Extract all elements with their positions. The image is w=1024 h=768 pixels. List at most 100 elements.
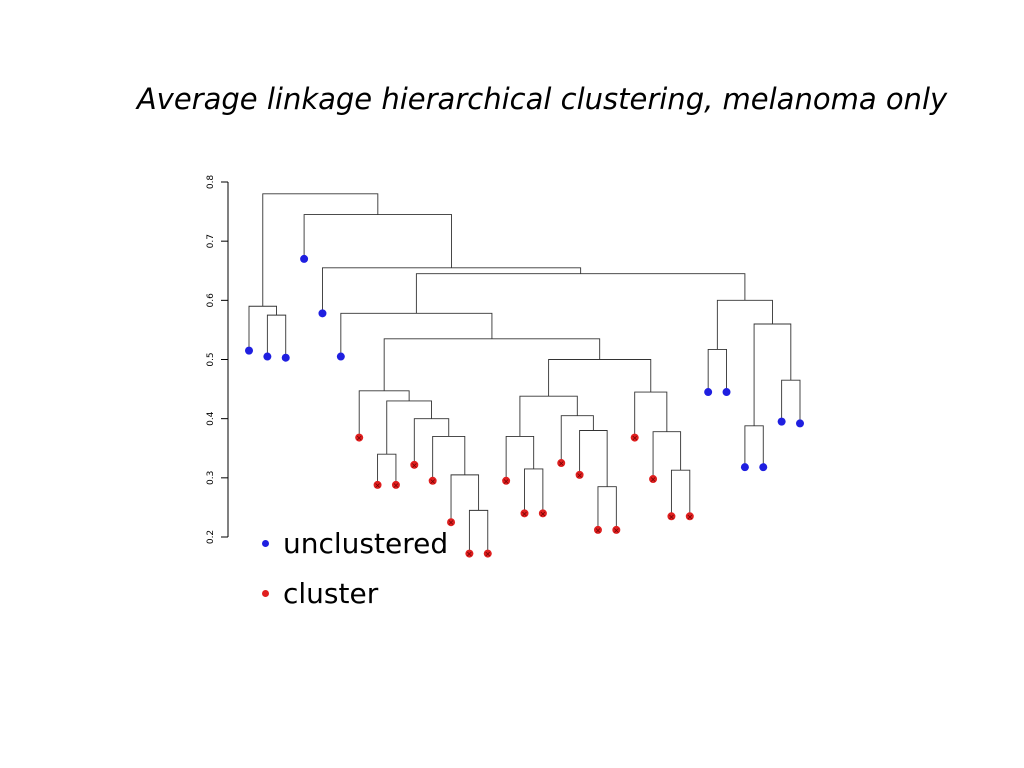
leaf-marker-unclustered	[281, 353, 290, 362]
dendrogram-branch	[358, 390, 410, 438]
dendrogram-branch	[781, 379, 801, 424]
leaf-marker-unclustered	[318, 309, 327, 318]
leaf-marker-unclustered	[704, 388, 713, 397]
dendrogram-branch	[303, 214, 453, 268]
leaf-glyph: ×	[521, 509, 528, 518]
dendrogram-branch	[266, 314, 287, 358]
leaf-marker-unclustered	[245, 346, 253, 355]
leaf-dot	[300, 254, 309, 263]
leaf-marker-unclustered	[777, 417, 786, 426]
leaf-dot	[704, 388, 713, 397]
dendrogram-branch	[340, 312, 493, 357]
leaf-glyph: ×	[393, 481, 400, 490]
leaf-dot	[502, 476, 511, 485]
legend-label-unclustered: unclustered	[283, 526, 449, 560]
leaf-glyph: ×	[686, 512, 693, 521]
dendrogram-branch	[413, 418, 450, 465]
dendrogram-branch	[248, 305, 277, 351]
leaf-marker-cluster: ×	[502, 476, 511, 486]
dendrogram-branch	[652, 431, 682, 480]
dendrogram-branch	[753, 323, 792, 426]
leaf-dot	[391, 480, 400, 489]
dendrogram-branch	[597, 486, 617, 530]
leaf-glyph: ×	[595, 526, 602, 535]
leaf-glyph: ×	[411, 461, 418, 470]
leaf-marker-cluster: ×	[428, 476, 437, 486]
leaf-dot	[245, 346, 253, 355]
legend-label-cluster: cluster	[283, 576, 379, 610]
leaf-marker-cluster: ×	[612, 525, 621, 535]
dendrogram-branch	[377, 453, 397, 485]
legend-item-unclustered: unclustered	[262, 518, 448, 568]
dendrogram-branch	[450, 474, 480, 523]
leaf-marker-cluster: ×	[465, 549, 474, 559]
leaf-dot	[538, 509, 547, 518]
leaf-marker-cluster: ×	[685, 512, 694, 521]
leaf-marker-unclustered	[740, 463, 749, 472]
leaf-dot	[428, 476, 437, 485]
leaf-dot	[740, 463, 749, 472]
dendrogram-branch	[383, 338, 601, 391]
dendrogram-branch	[670, 469, 691, 517]
leaf-dot	[281, 353, 290, 362]
leaf-dot	[759, 463, 768, 472]
dendrogram-branch	[468, 509, 489, 554]
y-tick-label: 0.5	[206, 352, 216, 366]
leaf-marker-cluster: ×	[447, 518, 456, 527]
leaf-glyph: ×	[631, 434, 638, 443]
leaf-glyph: ×	[540, 509, 547, 518]
leaf-dot	[263, 352, 272, 361]
dendrogram-branch	[634, 391, 668, 438]
leaf-dot	[410, 460, 419, 469]
leaf-glyph: ×	[503, 477, 510, 486]
y-tick-label: 0.2	[206, 530, 216, 544]
legend-marker-cluster	[262, 589, 269, 597]
dendrogram-branches	[248, 193, 801, 554]
dendrogram-branch	[386, 400, 432, 455]
dendrogram-branch	[322, 267, 582, 314]
leaf-dot	[667, 512, 676, 521]
leaf-dot	[630, 433, 639, 442]
y-tick-label: 0.7	[206, 234, 216, 248]
leaf-dot	[447, 518, 456, 527]
leaf-glyph: ×	[356, 434, 363, 443]
leaf-marker-cluster: ×	[649, 475, 658, 484]
dendrogram-branch	[505, 435, 535, 481]
dendrogram-branch	[519, 395, 578, 437]
leaf-dot	[318, 309, 327, 318]
leaf-marker-cluster: ×	[667, 512, 676, 521]
dendrogram-branch	[579, 430, 608, 487]
leaf-dot	[685, 512, 694, 521]
dendrogram-branch	[744, 425, 764, 468]
leaf-dot	[575, 470, 584, 479]
leaf-marker-cluster: ×	[557, 459, 566, 468]
leaf-marker-cluster: ×	[373, 480, 382, 490]
leaf-marker-cluster: ×	[520, 509, 529, 518]
leaf-marker-unclustered	[300, 254, 309, 263]
dendrogram-branch	[716, 299, 773, 350]
leaf-dot	[612, 525, 621, 534]
leaf-marker-unclustered	[263, 352, 272, 361]
dendrogram-branch	[548, 359, 652, 397]
dendrogram-branch	[560, 415, 594, 464]
leaf-marker-cluster: ×	[630, 433, 639, 443]
leaf-dot	[465, 549, 474, 558]
leaf-marker-cluster: ×	[410, 460, 419, 470]
leaf-marker-cluster: ×	[593, 525, 602, 535]
leaf-marker-cluster: ×	[483, 549, 492, 559]
leaf-dot	[483, 549, 492, 558]
leaf-dot	[355, 433, 364, 442]
leaf-dot	[593, 525, 602, 534]
leaf-marker-cluster: ×	[391, 480, 400, 490]
leaf-glyph: ×	[466, 550, 473, 559]
leaf-glyph: ×	[429, 477, 436, 486]
leaf-glyph: ×	[650, 475, 657, 484]
y-tick-label: 0.8	[206, 175, 216, 190]
leaf-dot	[777, 417, 786, 426]
leaf-dot	[722, 388, 731, 397]
leaf-glyph: ×	[558, 459, 565, 468]
legend: unclustered cluster	[262, 518, 448, 618]
leaf-dot	[796, 419, 804, 428]
dendrogram-branch	[415, 273, 746, 314]
